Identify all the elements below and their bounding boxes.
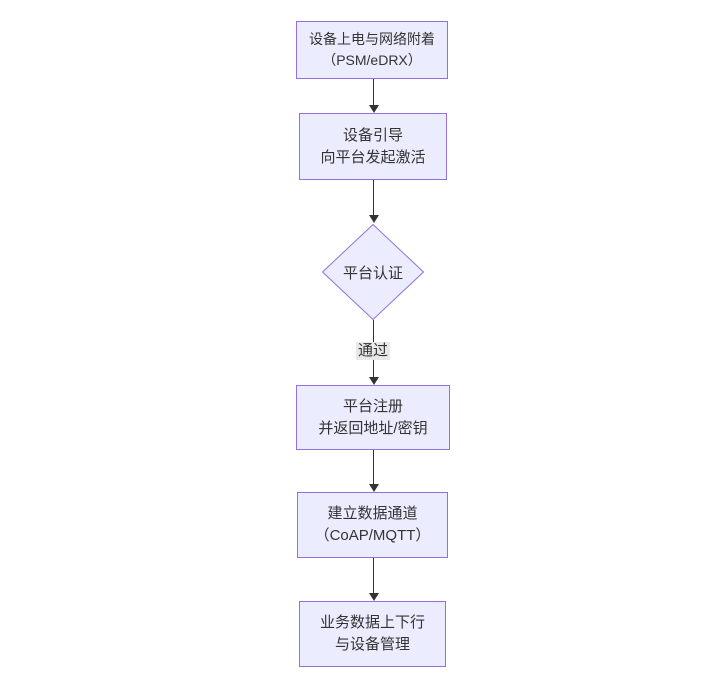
arrow-shaft <box>373 79 374 105</box>
node-label-line: （CoAP/MQTT） <box>314 527 431 544</box>
flow-arrow-register-to-channel <box>368 450 379 492</box>
arrowhead-icon <box>368 484 379 492</box>
node-label-line: 业务数据上下行 <box>319 614 425 631</box>
arrowhead-icon <box>368 105 379 113</box>
arrowhead-icon <box>368 215 379 223</box>
arrowhead-icon <box>368 377 379 385</box>
arrowhead-icon <box>368 593 379 601</box>
node-label-line: 平台注册 <box>342 397 403 415</box>
flow-arrow-channel-to-business <box>368 558 379 601</box>
flow-arrow-boot-to-auth <box>368 180 379 223</box>
node-label-line: 平台认证 <box>342 264 403 282</box>
node-label-line: 设备引导 <box>342 126 403 144</box>
diamond-shape <box>322 224 424 320</box>
arrow-shaft <box>373 180 374 215</box>
node-label-line: 向平台发起激活 <box>320 148 426 166</box>
node-label-line: 建立数据通道 <box>327 505 418 522</box>
arrow-shaft <box>373 558 374 593</box>
flow-node-bootstrap: 设备引导 向平台发起激活 <box>299 113 447 180</box>
flow-node-data-channel: 建立数据通道 （CoAP/MQTT） <box>297 492 448 558</box>
node-label-line: 设备上电与网络附着 <box>309 31 435 47</box>
node-label-line: 与设备管理 <box>334 636 410 653</box>
node-label-line: 并返回地址/密钥 <box>318 419 428 437</box>
flow-node-business: 业务数据上下行 与设备管理 <box>299 601 446 667</box>
node-label-line: （PSM/eDRX） <box>322 52 422 68</box>
flow-node-power-attach: 设备上电与网络附着 （PSM/eDRX） <box>296 21 448 79</box>
edge-label-pass: 通过 <box>355 342 391 360</box>
flow-node-auth-decision: 平台认证 <box>322 224 424 320</box>
flow-node-register: 平台注册 并返回地址/密钥 <box>296 385 450 450</box>
arrow-shaft <box>373 450 374 484</box>
flow-arrow-power-to-boot <box>368 79 379 113</box>
